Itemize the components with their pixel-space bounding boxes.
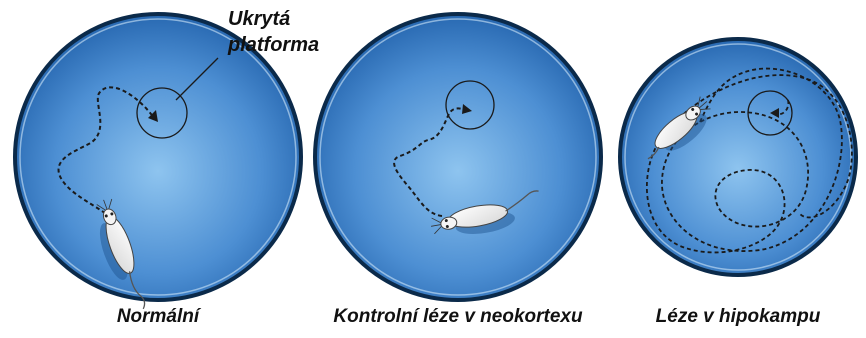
panel-neocortex-lesion (315, 14, 601, 300)
callout-label: Ukrytá platforma (228, 6, 319, 58)
callout-line-1: Ukrytá (228, 6, 319, 32)
panel-label-normal: Normální (58, 306, 258, 328)
callout-line-2: platforma (228, 32, 319, 58)
panel-hippocampus-lesion (620, 39, 856, 275)
panel-label-hippocampus: Léze v hipokampu (628, 306, 848, 328)
pool-circle (620, 39, 856, 275)
panel-label-neocortex: Kontrolní léze v neokortexu (308, 306, 608, 328)
pool-circle (315, 14, 601, 300)
panel-normal (15, 14, 301, 315)
